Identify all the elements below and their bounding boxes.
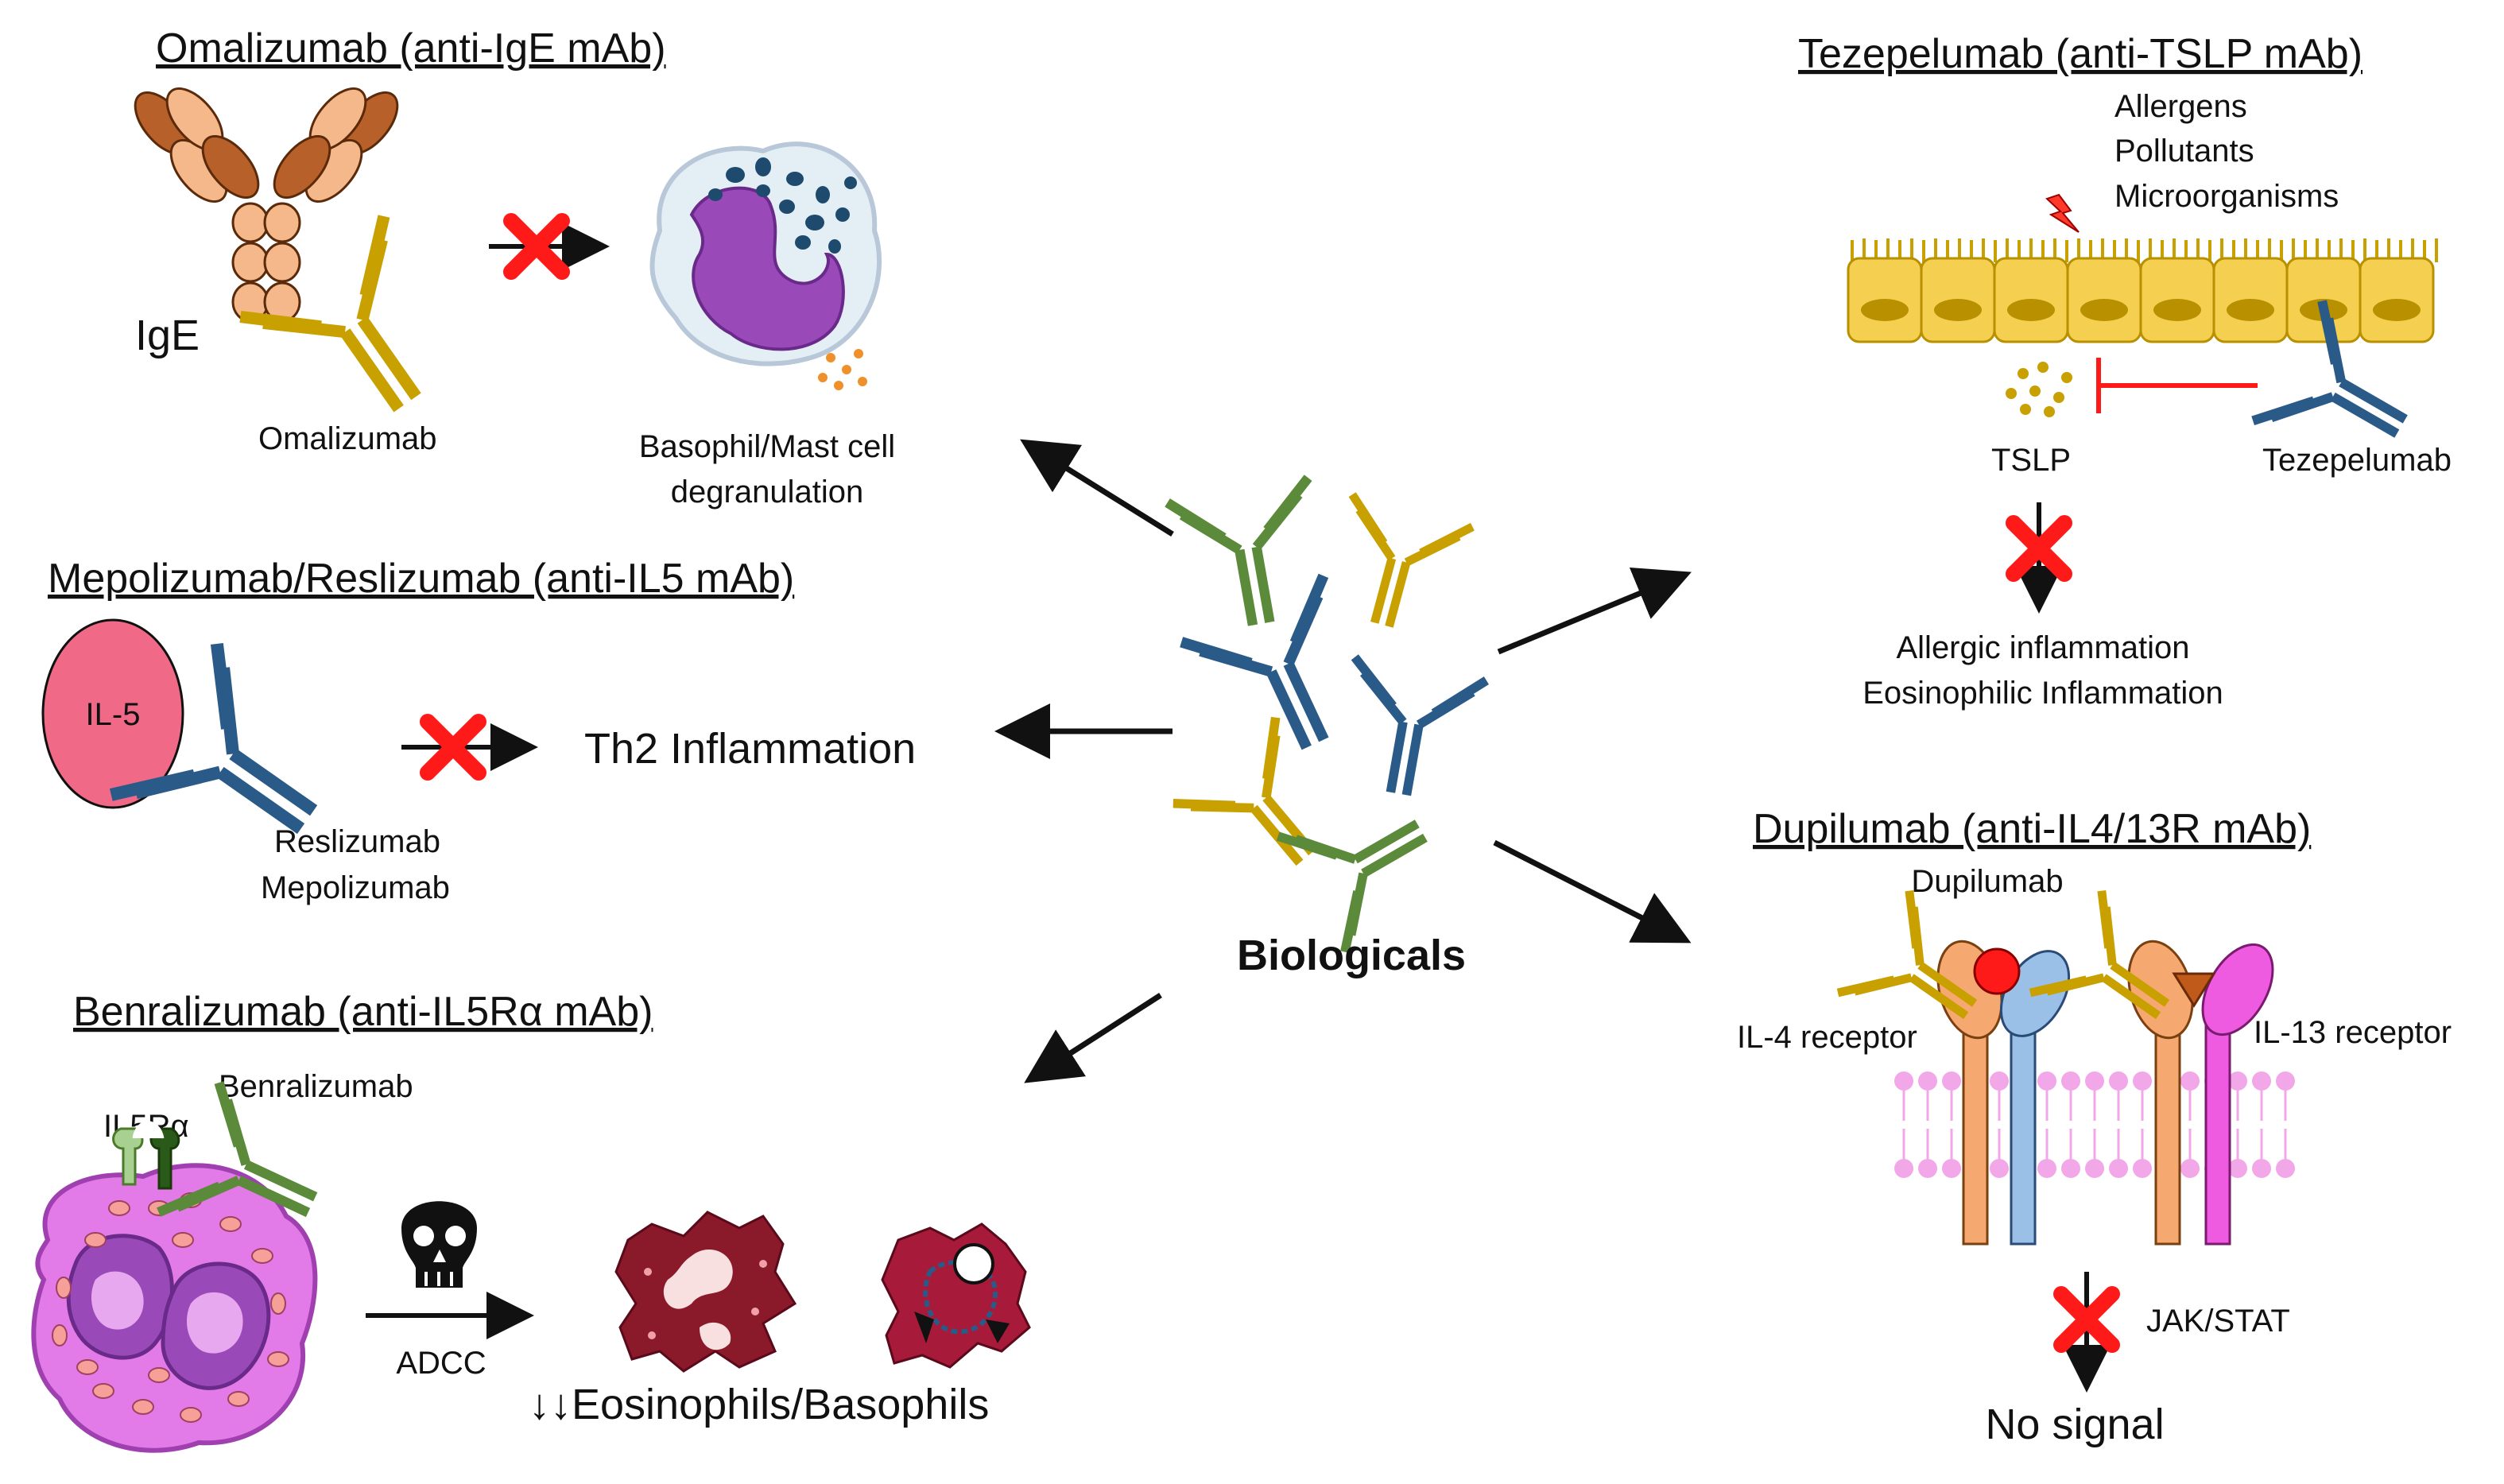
tezepelumab-drug-label: Tezepelumab [2262,443,2452,478]
benralizumab-mechanism: ADCC [396,1346,486,1381]
dead-basophil-icon [881,1222,1031,1369]
mepolizumab-effect: Th2 Inflammation [584,725,916,773]
center-antibody-gold-1-icon [1322,494,1473,641]
il4-receptor-label: IL-4 receptor [1737,1020,1917,1055]
skull-icon [401,1201,477,1288]
benralizumab-panel: Benralizumab (anti-IL5Rα mAb) Benralizum… [31,989,1031,1453]
dupilumab-panel: Dupilumab (anti-IL4/13R mAb) Dupilumab [1737,806,2452,1448]
jak-stat-label: JAK/STAT [2146,1304,2290,1339]
omalizumab-effect-line2: degranulation [671,475,863,510]
trigger-3: Microorganisms [2114,179,2339,214]
dupilumab-drug-label: Dupilumab [1911,864,2063,899]
tslp-particles-icon [2006,362,2072,417]
omalizumab-drug-label: Omalizumab [258,421,437,456]
center-antibody-blue-2-icon [1333,657,1487,805]
mepolizumab-drug-line2: Mepolizumab [261,870,450,905]
mepolizumab-title: Mepolizumab/Reslizumab (anti-IL5 mAb) [48,556,794,602]
il13-receptor-label: IL-13 receptor [2254,1015,2452,1050]
center-antibody-green-2-icon [1278,773,1455,951]
trigger-1: Allergens [2114,89,2247,124]
epithelium-icon [1847,238,2438,343]
mepolizumab-panel: Mepolizumab/Reslizumab (anti-IL5 mAb) IL… [41,556,916,905]
tezepelumab-panel: Tezepelumab (anti-TSLP mAb) Allergens Po… [1798,31,2452,711]
arrow-to-dupilumab [1493,839,1692,943]
ige-label: IgE [135,312,200,359]
arrow-to-tezepelumab [1497,568,1692,655]
dupilumab-title: Dupilumab (anti-IL4/13R mAb) [1753,806,2311,852]
omalizumab-effect-line1: Basophil/Mast cell [639,429,895,464]
center-antibody-blue-1-icon [1181,575,1386,777]
eosinophil-icon [31,1163,318,1453]
biologicals-cluster: Biologicals [1168,478,1487,979]
mast-cell-icon [649,141,882,390]
omalizumab-panel: Omalizumab (anti-IgE mAb) IgE Omalizumab [134,25,895,510]
arrow-to-omalizumab [1020,439,1174,537]
dead-eosinophil-icon [614,1211,797,1373]
lightning-icon [2045,193,2080,233]
benralizumab-title: Benralizumab (anti-IL5Rα mAb) [73,989,653,1035]
il13-receptor-icon [2127,940,2274,1246]
radiating-arrows [994,439,1692,1083]
cell-membrane-icon [1894,1071,2295,1178]
trigger-2: Pollutants [2114,134,2254,169]
tezepelumab-effect-line1: Allergic inflammation [1896,630,2189,665]
omalizumab-title: Omalizumab (anti-IgE mAb) [156,25,666,72]
il5ra-receptor-icon [112,1121,180,1190]
il5-label: IL-5 [86,697,141,732]
center-antibody-gold-2-icon [1173,718,1357,901]
tezepelumab-title: Tezepelumab (anti-TSLP mAb) [1798,31,2363,77]
tslp-label: TSLP [1991,443,2071,478]
arrow-to-benralizumab [1024,993,1162,1083]
biologicals-label: Biologicals [1237,932,1466,979]
dupilumab-effect: No signal [1985,1401,2164,1448]
benralizumab-drug-label: Benralizumab [219,1069,413,1104]
mepolizumab-drug-line1: Reslizumab [274,824,440,859]
benralizumab-effect: ↓↓Eosinophils/Basophils [529,1381,989,1428]
il5-cytokine-icon [41,618,184,809]
tezepelumab-effect-line2: Eosinophilic Inflammation [1862,676,2223,711]
ige-molecule-icon [134,87,399,323]
